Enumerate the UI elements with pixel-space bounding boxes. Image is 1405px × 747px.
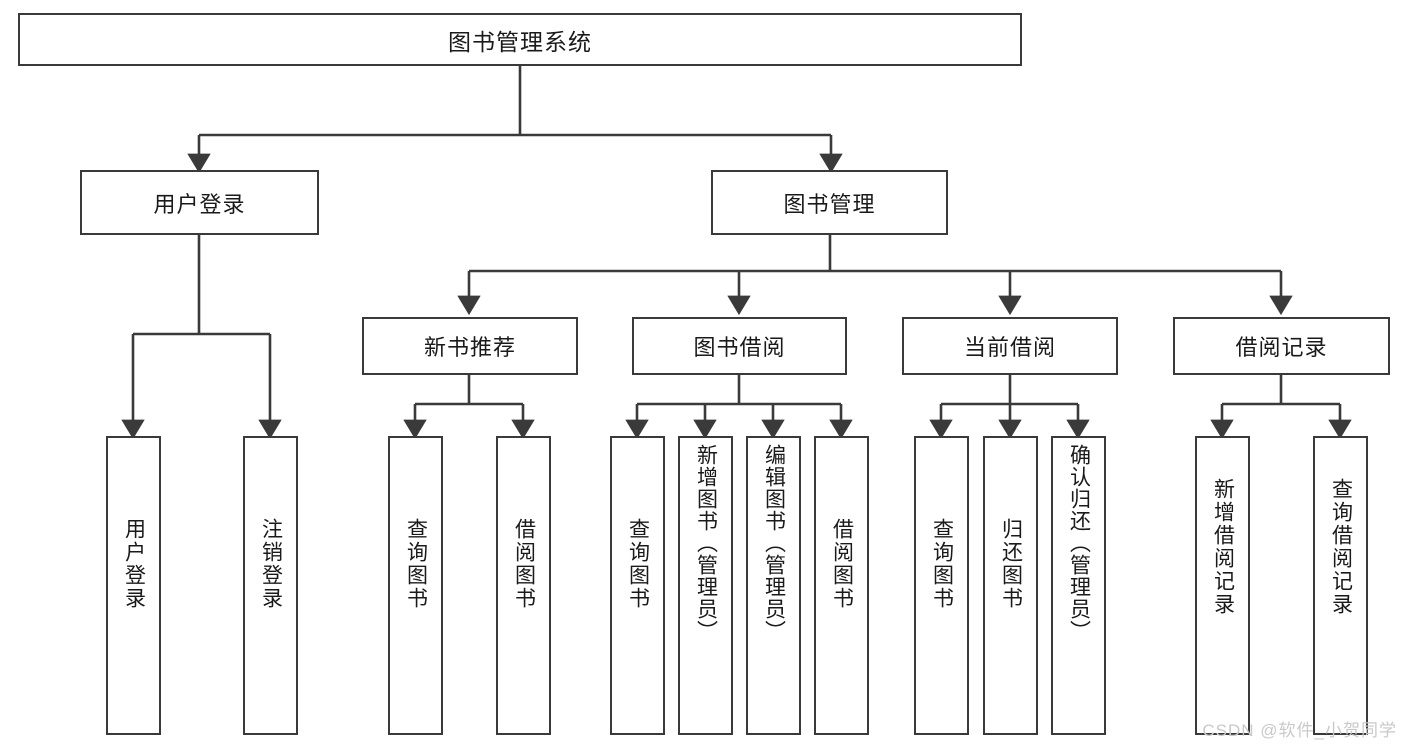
- node-label: 用户登录: [153, 191, 246, 217]
- csdn-watermark: CSDN @软件_小贺同学: [1202, 721, 1397, 740]
- leaf-query-borrowing-record[interactable]: 查询借阅记录: [1313, 436, 1368, 735]
- node-label: 新书推荐: [423, 335, 516, 360]
- node-label: 编辑图书（管理员）: [762, 444, 786, 642]
- leaf-query-books-borrowing[interactable]: 查询图书: [610, 436, 665, 735]
- leaf-add-book-admin[interactable]: 新增图书（管理员）: [678, 436, 733, 735]
- node-label: 借阅图书: [512, 518, 536, 610]
- node-label: 图书借阅: [693, 335, 786, 360]
- node-label: 查询图书: [930, 518, 954, 610]
- node-label: 图书管理系统: [448, 28, 592, 55]
- node-label: 新增借阅记录: [1211, 478, 1235, 616]
- node-current-borrowing[interactable]: 当前借阅: [902, 317, 1118, 375]
- node-label: 查询借阅记录: [1329, 478, 1353, 616]
- node-label: 图书管理: [783, 191, 876, 217]
- node-label: 当前借阅: [963, 335, 1056, 360]
- node-label: 查询图书: [404, 518, 428, 610]
- leaf-user-login[interactable]: 用户登录: [106, 436, 161, 735]
- node-label: 确认归还（管理员）: [1067, 444, 1091, 642]
- leaf-borrow-books-recommendation[interactable]: 借阅图书: [496, 436, 551, 735]
- node-book-management[interactable]: 图书管理: [711, 170, 948, 235]
- node-borrowing-records[interactable]: 借阅记录: [1173, 317, 1390, 375]
- leaf-return-books[interactable]: 归还图书: [983, 436, 1038, 735]
- node-user-login[interactable]: 用户登录: [80, 170, 319, 235]
- node-label: 归还图书: [999, 518, 1023, 610]
- leaf-query-books-recommendation[interactable]: 查询图书: [388, 436, 443, 735]
- leaf-logout[interactable]: 注销登录: [243, 436, 298, 735]
- leaf-add-borrowing-record[interactable]: 新增借阅记录: [1195, 436, 1250, 735]
- node-label: 用户登录: [122, 518, 146, 610]
- node-book-borrowing[interactable]: 图书借阅: [632, 317, 847, 375]
- node-label: 借阅记录: [1235, 335, 1328, 360]
- node-label: 注销登录: [259, 518, 283, 610]
- node-root-book-management-system[interactable]: 图书管理系统: [18, 13, 1022, 66]
- node-label: 借阅图书: [830, 518, 854, 610]
- node-new-book-recommendation[interactable]: 新书推荐: [362, 317, 578, 375]
- node-label: 查询图书: [626, 518, 650, 610]
- leaf-query-books-current[interactable]: 查询图书: [914, 436, 969, 735]
- leaf-confirm-return-admin[interactable]: 确认归还（管理员）: [1051, 436, 1106, 735]
- node-label: 新增图书（管理员）: [694, 444, 718, 642]
- leaf-borrow-books-borrowing[interactable]: 借阅图书: [814, 436, 869, 735]
- leaf-edit-book-admin[interactable]: 编辑图书（管理员）: [746, 436, 801, 735]
